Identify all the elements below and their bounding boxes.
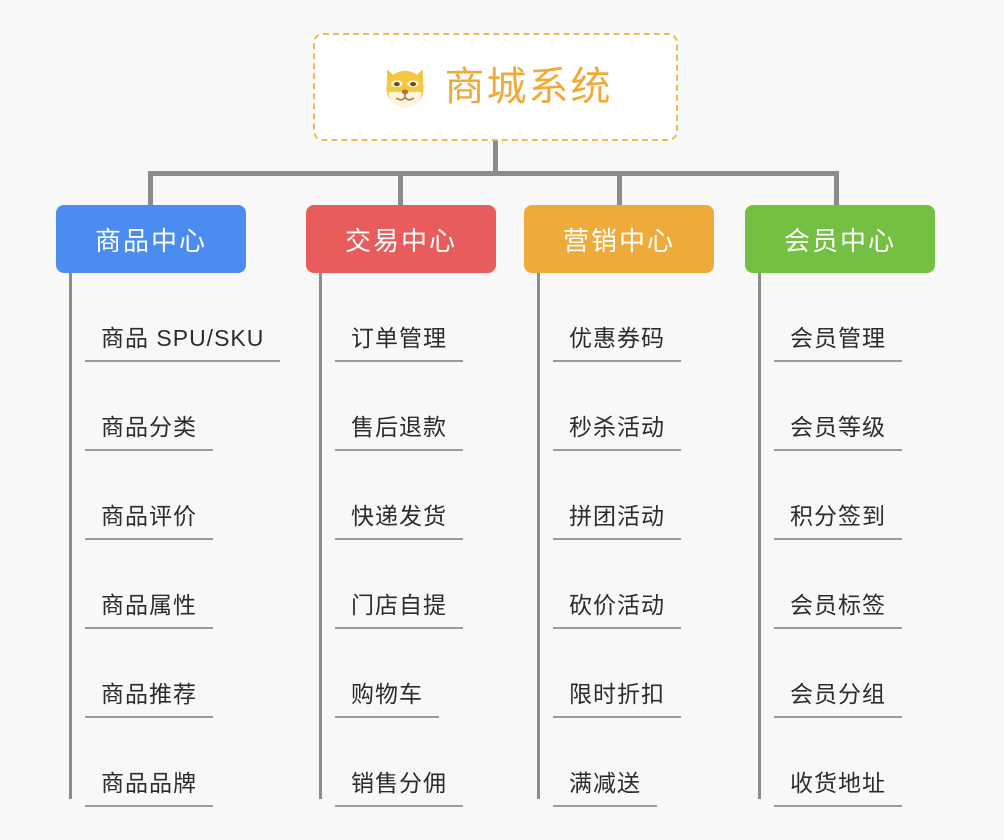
leaf-item[interactable]: 商品分类 <box>56 362 246 451</box>
leaf-item[interactable]: 满减送 <box>524 718 714 807</box>
branch-header-3[interactable]: 营销中心 <box>524 205 714 273</box>
branch-column-3: 营销中心 优惠券码 秒杀活动 拼团活动 砍价活动 限时折扣 满减送 <box>524 205 714 807</box>
drop-connector-1 <box>148 171 153 207</box>
drop-connector-4 <box>834 171 839 207</box>
drop-connector-2 <box>398 171 403 207</box>
leaf-item[interactable]: 商品评价 <box>56 451 246 540</box>
leaf-label: 商品品牌 <box>85 764 213 807</box>
leaf-item[interactable]: 限时折扣 <box>524 629 714 718</box>
leaf-item[interactable]: 拼团活动 <box>524 451 714 540</box>
leaf-item[interactable]: 会员管理 <box>745 273 935 362</box>
branch-spine-3 <box>537 273 540 799</box>
leaf-item[interactable]: 订单管理 <box>306 273 496 362</box>
leaf-item[interactable]: 会员标签 <box>745 540 935 629</box>
branch-column-4: 会员中心 会员管理 会员等级 积分签到 会员标签 会员分组 收货地址 <box>745 205 935 807</box>
branch-header-2[interactable]: 交易中心 <box>306 205 496 273</box>
leaf-list-3: 优惠券码 秒杀活动 拼团活动 砍价活动 限时折扣 满减送 <box>524 273 714 807</box>
leaf-list-4: 会员管理 会员等级 积分签到 会员标签 会员分组 收货地址 <box>745 273 935 807</box>
root-title: 商城系统 <box>444 65 613 109</box>
leaf-label: 会员分组 <box>774 675 902 718</box>
leaf-label: 限时折扣 <box>553 675 681 718</box>
leaf-item[interactable]: 商品 SPU/SKU <box>56 273 281 362</box>
leaf-label: 商品推荐 <box>85 675 213 718</box>
dog-face-icon <box>379 61 431 113</box>
root-stem-connector <box>493 141 498 174</box>
leaf-item[interactable]: 优惠券码 <box>524 273 714 362</box>
leaf-label: 会员标签 <box>774 586 902 629</box>
leaf-list-2: 订单管理 售后退款 快递发货 门店自提 购物车 销售分佣 <box>306 273 496 807</box>
leaf-item[interactable]: 商品品牌 <box>56 718 246 807</box>
leaf-item[interactable]: 会员等级 <box>745 362 935 451</box>
branch-spine-1 <box>69 273 72 799</box>
leaf-item[interactable]: 秒杀活动 <box>524 362 714 451</box>
leaf-label: 优惠券码 <box>553 319 681 362</box>
leaf-item[interactable]: 会员分组 <box>745 629 935 718</box>
leaf-item[interactable]: 销售分佣 <box>306 718 496 807</box>
branch-spine-4 <box>758 273 761 799</box>
leaf-list-1: 商品 SPU/SKU 商品分类 商品评价 商品属性 商品推荐 商品品牌 <box>56 273 281 807</box>
leaf-label: 门店自提 <box>335 586 463 629</box>
leaf-label: 砍价活动 <box>553 586 681 629</box>
leaf-label: 购物车 <box>335 675 439 718</box>
leaf-item[interactable]: 门店自提 <box>306 540 496 629</box>
leaf-label: 收货地址 <box>774 764 902 807</box>
branch-column-2: 交易中心 订单管理 售后退款 快递发货 门店自提 购物车 销售分佣 <box>306 205 496 807</box>
branch-header-4[interactable]: 会员中心 <box>745 205 935 273</box>
horizontal-bus-connector <box>148 171 839 176</box>
leaf-item[interactable]: 积分签到 <box>745 451 935 540</box>
branch-header-label: 营销中心 <box>562 225 675 256</box>
branch-column-1: 商品中心 商品 SPU/SKU 商品分类 商品评价 商品属性 商品推荐 商品品牌 <box>56 205 281 807</box>
leaf-label: 拼团活动 <box>553 497 681 540</box>
leaf-label: 秒杀活动 <box>553 408 681 451</box>
leaf-item[interactable]: 商品推荐 <box>56 629 246 718</box>
leaf-label: 商品评价 <box>85 497 213 540</box>
leaf-label: 满减送 <box>553 764 657 807</box>
drop-connector-3 <box>617 171 622 207</box>
leaf-label: 商品 SPU/SKU <box>85 319 281 362</box>
root-node[interactable]: 商城系统 <box>313 33 678 141</box>
branch-header-label: 会员中心 <box>783 225 896 256</box>
leaf-item[interactable]: 快递发货 <box>306 451 496 540</box>
branch-spine-2 <box>319 273 322 799</box>
leaf-label: 快递发货 <box>335 497 463 540</box>
leaf-item[interactable]: 砍价活动 <box>524 540 714 629</box>
leaf-item[interactable]: 收货地址 <box>745 718 935 807</box>
branch-header-label: 交易中心 <box>344 225 457 256</box>
leaf-label: 商品分类 <box>85 408 213 451</box>
leaf-label: 会员等级 <box>774 408 902 451</box>
leaf-label: 售后退款 <box>335 408 463 451</box>
leaf-item[interactable]: 购物车 <box>306 629 496 718</box>
leaf-label: 订单管理 <box>335 319 463 362</box>
leaf-label: 会员管理 <box>774 319 902 362</box>
leaf-item[interactable]: 售后退款 <box>306 362 496 451</box>
leaf-item[interactable]: 商品属性 <box>56 540 246 629</box>
leaf-label: 商品属性 <box>85 586 213 629</box>
branch-header-label: 商品中心 <box>94 225 207 256</box>
leaf-label: 积分签到 <box>774 497 902 540</box>
leaf-label: 销售分佣 <box>335 764 463 807</box>
branch-header-1[interactable]: 商品中心 <box>56 205 246 273</box>
